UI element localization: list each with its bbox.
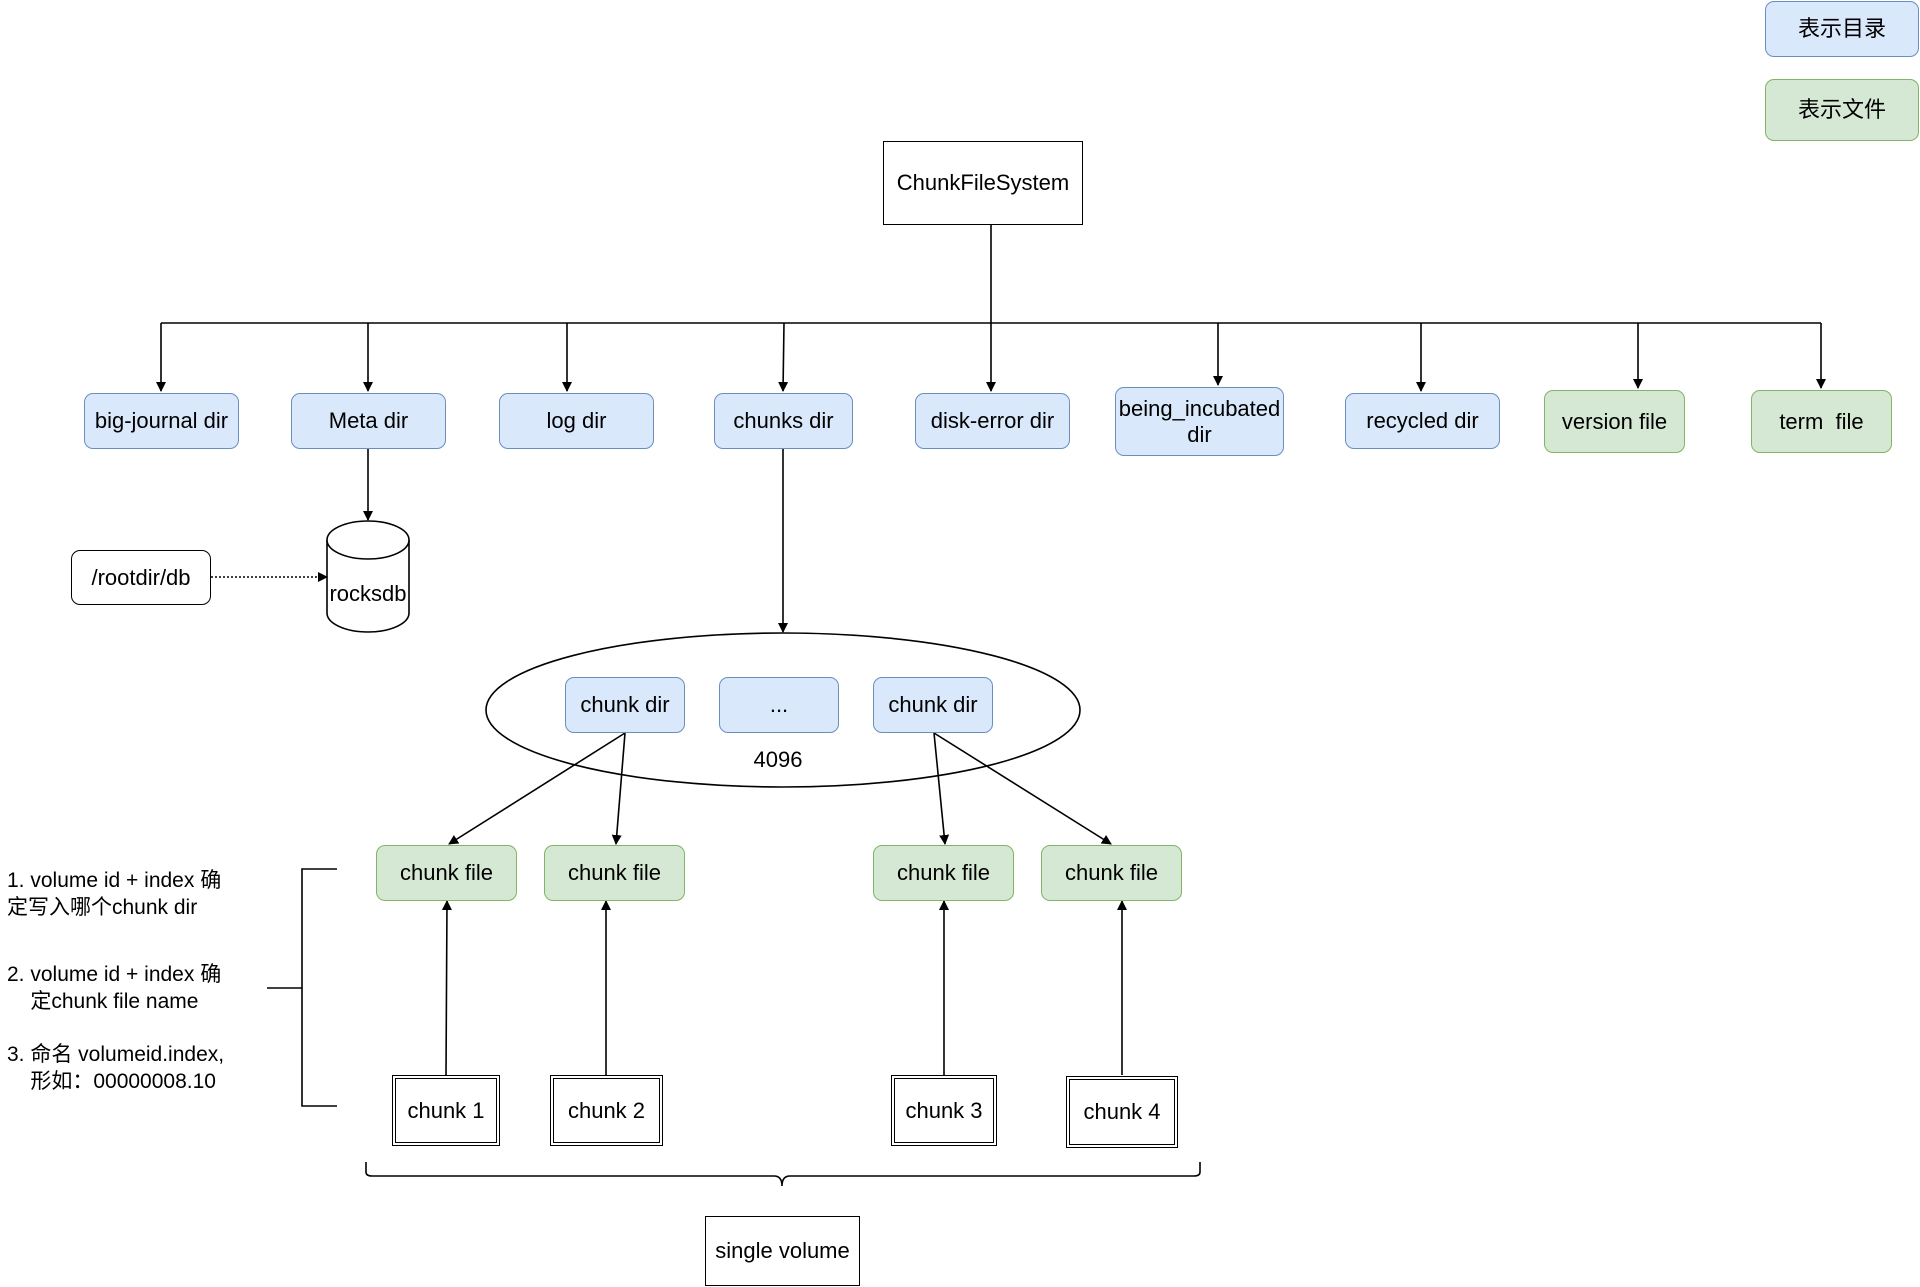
arrow-chunkdir2-to-file3 bbox=[933, 732, 950, 845]
node-big-journal-dir: big-journal dir bbox=[84, 393, 239, 449]
arrow-chunkdir1-to-file2 bbox=[611, 732, 626, 845]
note-3: 3. 命名 volumeid.index, 形如：00000008.10 bbox=[7, 1043, 225, 1094]
node-term-file: term file bbox=[1751, 390, 1892, 453]
chunk-2: chunk 2 bbox=[550, 1075, 663, 1146]
chunk-file-1: chunk file bbox=[376, 845, 517, 901]
arrow-to-chunks bbox=[778, 322, 789, 392]
chunk-file-2: chunk file bbox=[544, 845, 685, 901]
arrow-chunkdir1-to-file1 bbox=[448, 732, 626, 845]
note-1: 1. volume id + index 确 定写入哪个chunk dir bbox=[7, 869, 222, 920]
chunk-dir-left: chunk dir bbox=[565, 677, 685, 733]
node-chunks-dir: chunks dir bbox=[714, 393, 853, 449]
node-log-dir: log dir bbox=[499, 393, 654, 449]
chunk-dir-ellipsis: ... bbox=[719, 677, 839, 733]
chunk-file-4: chunk file bbox=[1041, 845, 1182, 901]
chunk-dir-count: 4096 bbox=[753, 747, 803, 772]
root-node-chunkfilesystem: ChunkFileSystem bbox=[883, 141, 1083, 225]
node-recycled-dir: recycled dir bbox=[1345, 393, 1500, 449]
chunk-1: chunk 1 bbox=[392, 1075, 500, 1146]
notes-bracket bbox=[267, 868, 337, 1107]
rocksdb-label: rocksdb bbox=[329, 581, 407, 606]
arrow-chunk1-to-file1 bbox=[441, 900, 452, 1076]
node-disk-error-dir: disk-error dir bbox=[915, 393, 1070, 449]
chunk-file-3: chunk file bbox=[873, 845, 1014, 901]
arrow-chunkdir2-to-file4 bbox=[933, 732, 1112, 845]
node-version-file: version file bbox=[1544, 390, 1685, 453]
single-volume-label: single volume bbox=[705, 1216, 860, 1286]
chunk-dir-right: chunk dir bbox=[873, 677, 993, 733]
note-2: 2. volume id + index 确 定chunk file name bbox=[7, 963, 222, 1014]
chunk-4: chunk 4 bbox=[1066, 1076, 1178, 1148]
node-being-incubated-dir: being_incubated dir bbox=[1115, 387, 1284, 456]
rootdir-db-path: /rootdir/db bbox=[71, 550, 211, 605]
volume-brace bbox=[365, 1162, 1201, 1187]
legend-file-swatch: 表示文件 bbox=[1765, 79, 1919, 141]
rocksdb-cylinder bbox=[326, 520, 410, 633]
chunk-3: chunk 3 bbox=[891, 1075, 997, 1146]
legend-dir-swatch: 表示目录 bbox=[1765, 1, 1919, 57]
node-meta-dir: Meta dir bbox=[291, 393, 446, 449]
